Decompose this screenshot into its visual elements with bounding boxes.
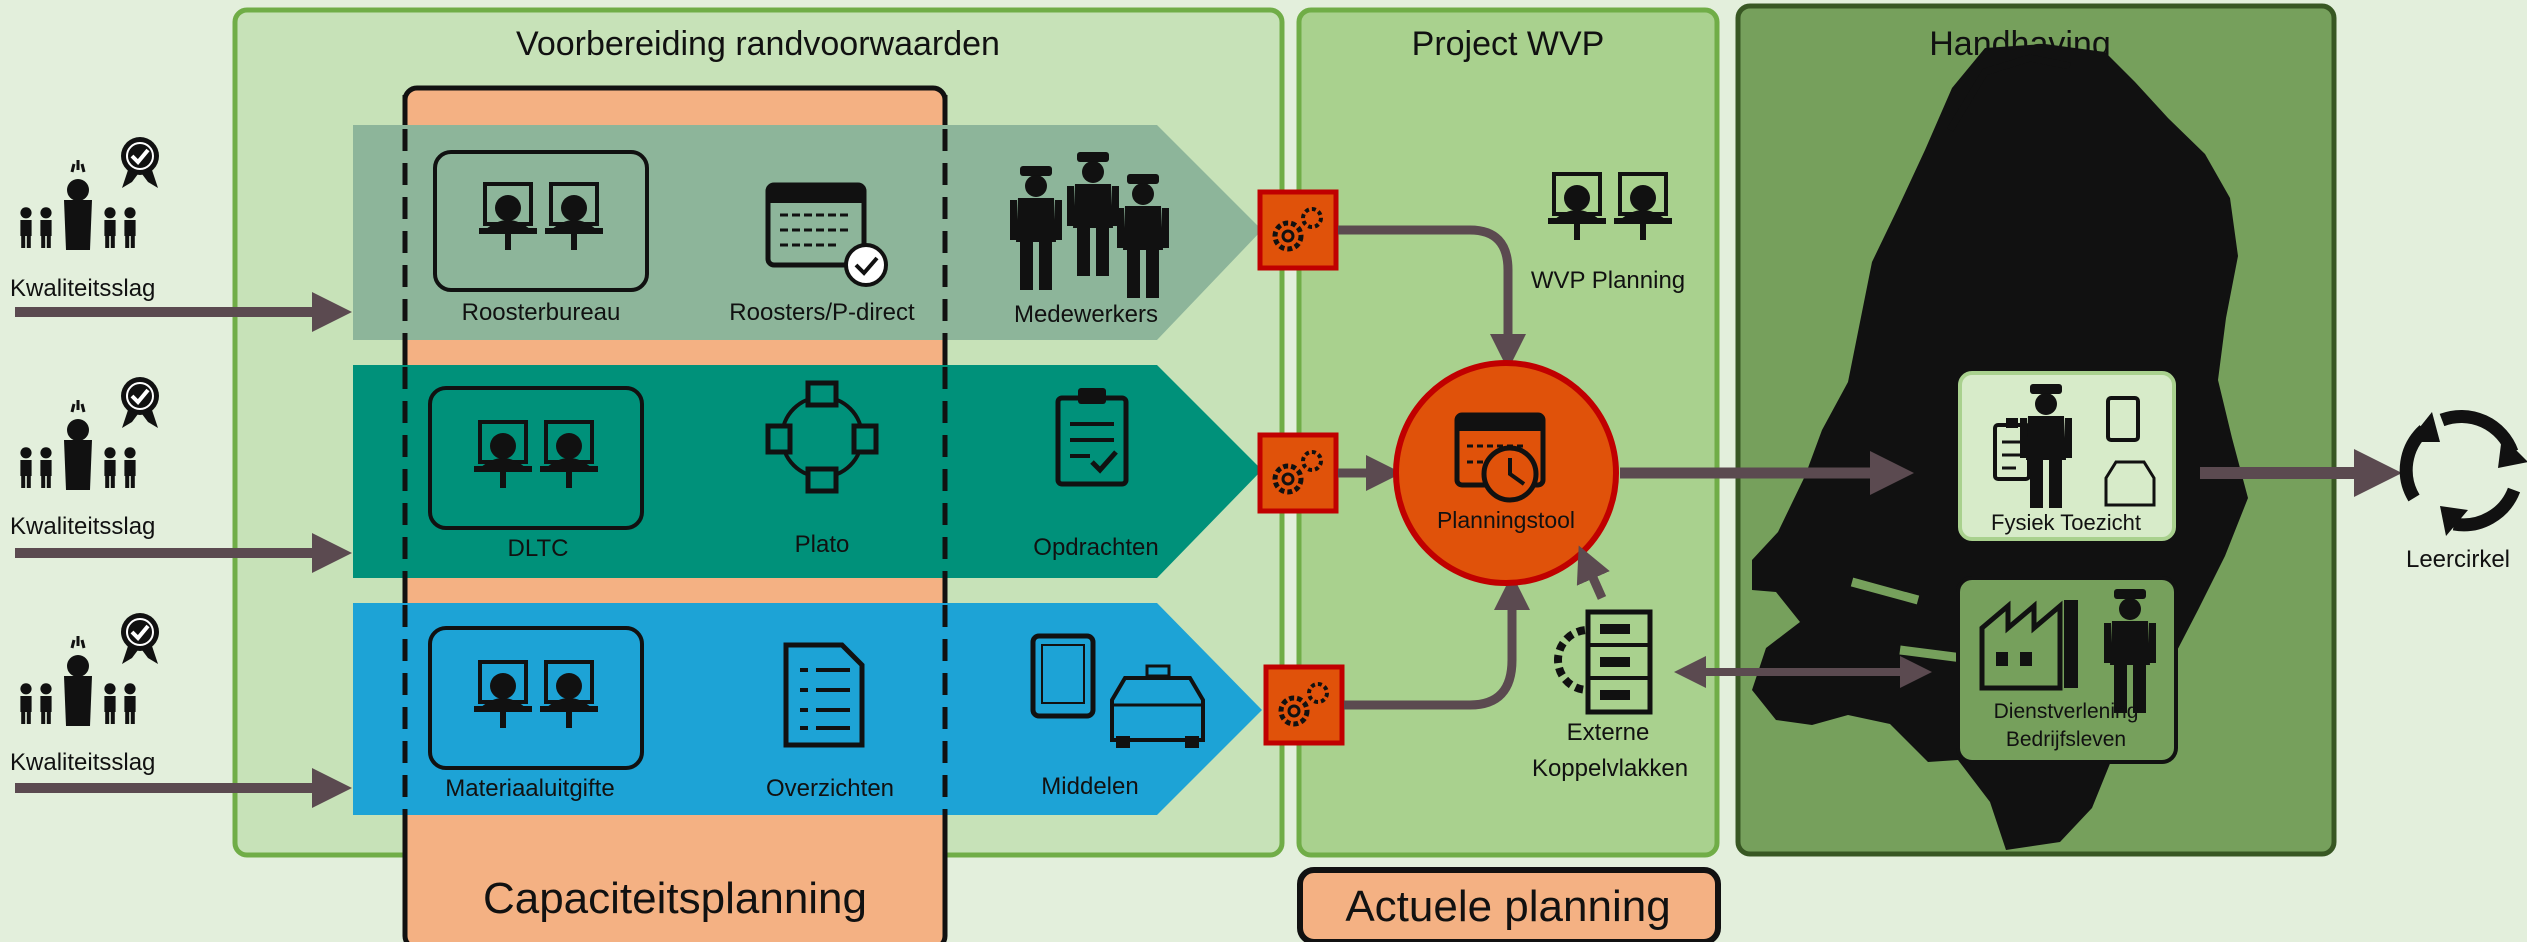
clipboard-check-icon xyxy=(1055,388,1129,487)
tool-label-1: Roosters/P-direct xyxy=(729,299,915,326)
resource-label-3: Middelen xyxy=(1041,773,1138,800)
external-label-1: Externe xyxy=(1567,719,1650,746)
preparation-title: Voorbereiding randvoorwaarden xyxy=(516,25,1000,63)
project-title: Project WVP xyxy=(1412,25,1605,63)
gear-icon xyxy=(1266,667,1342,743)
quality-label-2: Kwaliteitsslag xyxy=(10,513,155,540)
flow-arrow-3 xyxy=(1344,574,1530,710)
resource-label-2: Opdrachten xyxy=(1033,534,1158,561)
supervision-icons xyxy=(1993,384,2156,508)
unit-box-2 xyxy=(428,386,644,530)
map-islands xyxy=(1947,54,2071,132)
planning-tool-label: Planningstool xyxy=(1437,507,1575,533)
quality-label-3: Kwaliteitsslag xyxy=(10,749,155,776)
actual-planning-label: Actuele planning xyxy=(1345,882,1670,931)
cycle-label: Leercirkel xyxy=(2406,546,2510,573)
external-arrow xyxy=(1576,545,1610,600)
gear-icon xyxy=(1260,435,1336,511)
quality-icon xyxy=(20,613,159,726)
unit-label-2: DLTC xyxy=(508,535,569,562)
quality-icon xyxy=(20,137,159,250)
unit-box-3 xyxy=(428,626,644,770)
gear-icon xyxy=(1260,192,1336,268)
server-gear-icon xyxy=(1554,609,1653,715)
unit-label-3: Materiaaluitgifte xyxy=(445,775,614,802)
wvp-planning-label: WVP Planning xyxy=(1531,267,1685,294)
calendar-check-icon xyxy=(765,182,888,287)
capacity-planning-label: Capaciteitsplanning xyxy=(483,874,867,923)
tool-label-3: Overzichten xyxy=(766,775,894,802)
document-list-icon xyxy=(783,642,865,748)
unit-box-1 xyxy=(433,150,649,292)
external-label-2: Koppelvlakken xyxy=(1532,755,1688,782)
factory-officer-icon xyxy=(1979,589,2156,713)
service-label-2: Bedrijfsleven xyxy=(2006,728,2126,751)
unit-label-1: Roosterbureau xyxy=(462,299,621,326)
supervision-label: Fysiek Toezicht xyxy=(1991,510,2141,535)
quality-label-1: Kwaliteitsslag xyxy=(10,275,155,302)
quality-icon xyxy=(20,377,159,490)
tool-label-2: Plato xyxy=(795,531,850,558)
tablet-car-icon xyxy=(1030,633,1205,748)
service-label-1: Dienstverlening xyxy=(1994,700,2139,723)
resource-label-1: Medewerkers xyxy=(1014,301,1158,328)
flow-arrow-1 xyxy=(1338,225,1526,370)
actual-planning-box xyxy=(1297,867,1721,942)
cycle-icon xyxy=(2399,409,2527,536)
network-icon xyxy=(765,380,879,494)
calendar-clock-icon xyxy=(1454,412,1546,503)
